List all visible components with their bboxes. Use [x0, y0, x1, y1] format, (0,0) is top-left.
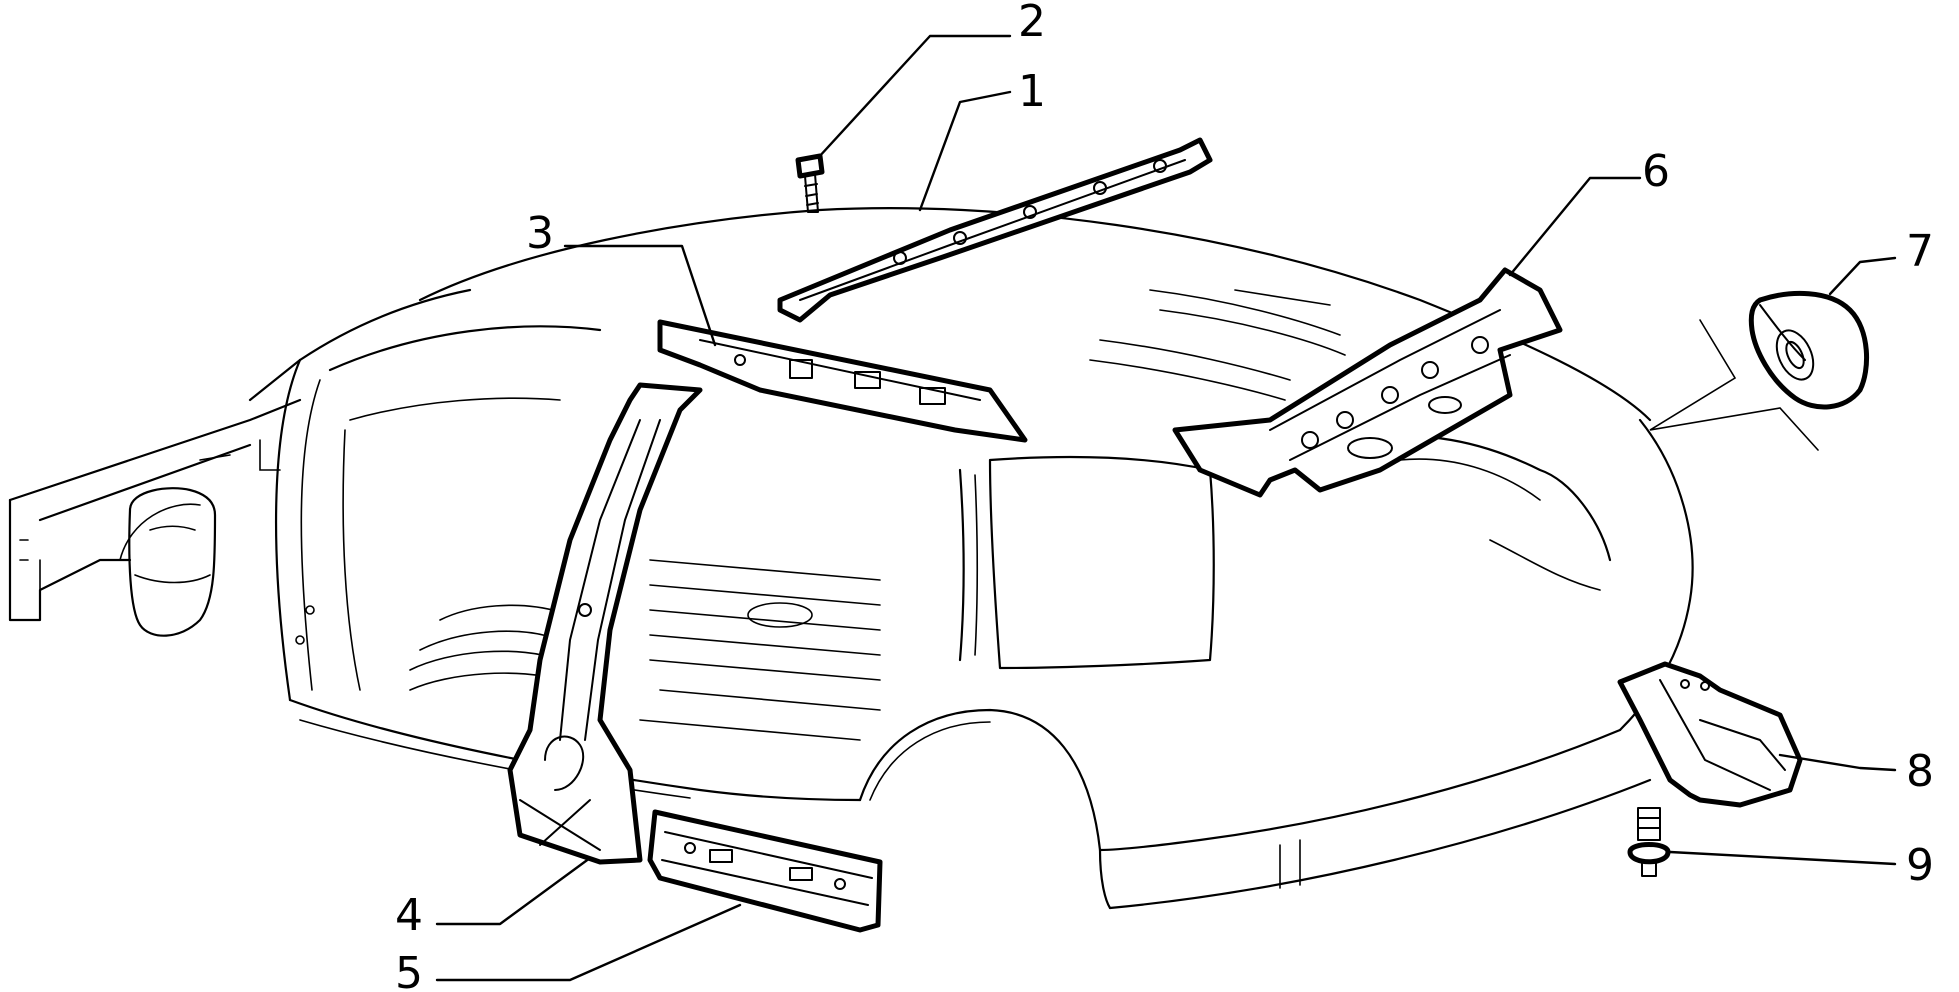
callout-8: 8 — [1906, 746, 1934, 797]
leader-9 — [1668, 850, 1897, 866]
callout-4: 4 — [395, 890, 423, 941]
callout-9: 9 — [1906, 840, 1934, 891]
part-7-grommet — [1748, 290, 1870, 410]
part-8-rear-bracket — [1617, 661, 1803, 808]
part-3-header-panel — [657, 319, 1028, 443]
leader-8 — [1778, 753, 1897, 772]
part-2-bolt — [795, 153, 825, 213]
callout-7: 7 — [1906, 226, 1934, 277]
leader-2 — [816, 34, 1012, 160]
callout-6: 6 — [1642, 146, 1670, 197]
part-5-sill-reinforcement — [647, 809, 883, 933]
leader-3 — [563, 244, 717, 347]
callout-labels: 1 2 3 4 5 6 7 8 9 — [395, 0, 1934, 992]
part-6-rear-cross-member — [1172, 267, 1563, 498]
leader-6 — [1508, 176, 1642, 277]
callout-2: 2 — [1018, 0, 1046, 47]
leader-1 — [918, 90, 1012, 212]
leader-7 — [1828, 256, 1897, 296]
part-4-b-pillar — [507, 382, 703, 865]
car-body-shell — [8, 207, 1694, 910]
leader-5 — [435, 903, 742, 982]
part-9-stud — [1627, 807, 1671, 877]
callout-3: 3 — [526, 208, 554, 259]
locator-lines — [1649, 319, 1819, 451]
part-1-roof-rail — [777, 137, 1213, 323]
leader-4 — [435, 856, 592, 926]
leader-lines — [435, 34, 1897, 982]
callout-1: 1 — [1018, 66, 1046, 117]
callout-5: 5 — [395, 948, 423, 992]
